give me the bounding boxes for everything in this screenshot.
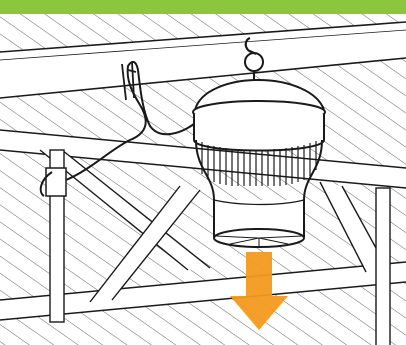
junction-box: [46, 168, 66, 196]
truss-post-right: [376, 188, 390, 345]
